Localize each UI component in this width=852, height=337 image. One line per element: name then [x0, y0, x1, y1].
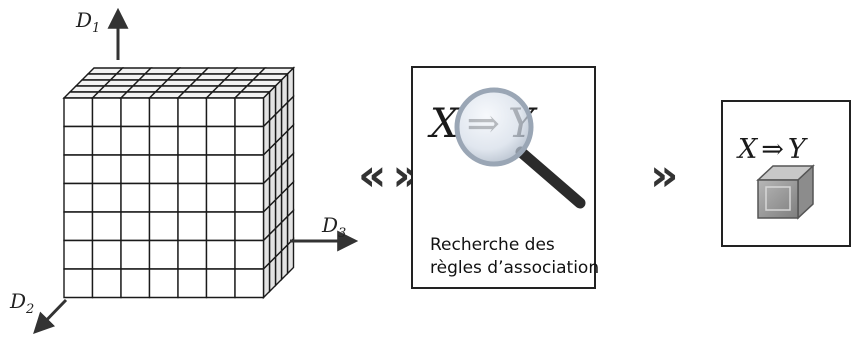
- result-rule-panel: X⇒Y: [721, 100, 851, 247]
- cube-cell: [63, 239, 94, 270]
- cube-cell: [120, 239, 151, 270]
- cube-cell: [234, 239, 265, 270]
- cube-cell: [268, 255, 277, 294]
- axis-d3-label: D3: [321, 213, 346, 241]
- cube-cell: [148, 154, 179, 185]
- small-cube-icon: [756, 164, 815, 220]
- cube-cell: [148, 211, 179, 242]
- cube-cell: [63, 97, 94, 128]
- axis-d2-arrow: [33, 298, 68, 335]
- cube-cell: [280, 243, 289, 282]
- data-cube: [62, 66, 296, 300]
- cube-cell: [120, 268, 151, 299]
- cube-cell: [234, 154, 265, 185]
- cube-cell: [91, 154, 122, 185]
- cube-cell: [91, 182, 122, 213]
- cube-cell: [205, 97, 236, 128]
- cube-cell: [234, 182, 265, 213]
- cube-cell: [91, 211, 122, 242]
- cube-cell: [148, 239, 179, 270]
- forward-arrow-icon: »: [650, 150, 678, 201]
- cube-cell: [177, 154, 208, 185]
- cube-cell: [120, 154, 151, 185]
- cube-cell: [120, 211, 151, 242]
- cube-cell: [63, 211, 94, 242]
- bidirectional-arrow-icon: «»: [358, 150, 427, 201]
- cube-cell: [120, 97, 151, 128]
- cube-cell: [177, 268, 208, 299]
- cube-cell: [148, 182, 179, 213]
- cube-cell: [148, 125, 179, 156]
- cube-cell: [205, 211, 236, 242]
- result-rule-formula: X⇒Y: [736, 134, 808, 165]
- cube-cell: [274, 249, 283, 288]
- cube-cell: [91, 125, 122, 156]
- axis-d1-label: D1: [75, 8, 100, 36]
- cube-cell: [91, 97, 122, 128]
- cube-cell: [177, 97, 208, 128]
- cube-cell: [63, 154, 94, 185]
- cube-cell: [91, 268, 122, 299]
- cube-cell: [205, 154, 236, 185]
- cube-cell: [63, 182, 94, 213]
- cube-cell: [177, 182, 208, 213]
- cube-cell: [148, 268, 179, 299]
- search-caption-line2: règles d’association: [430, 258, 599, 278]
- cube-cell: [177, 211, 208, 242]
- search-caption-line1: Recherche des: [430, 235, 555, 255]
- cube-cell: [63, 268, 94, 299]
- cube-cell: [234, 268, 265, 299]
- cube-cell: [91, 239, 122, 270]
- cube-cell: [205, 239, 236, 270]
- axis-d2-label: D2: [9, 289, 34, 317]
- cube-cell: [286, 237, 295, 276]
- cube-cell: [148, 97, 179, 128]
- cube-cell: [205, 182, 236, 213]
- cube-cell: [120, 182, 151, 213]
- cube-cell: [205, 268, 236, 299]
- cube-cell: [120, 125, 151, 156]
- cube-cell: [262, 261, 271, 300]
- magnifier-icon: [454, 87, 586, 209]
- cube-cell: [234, 97, 265, 128]
- cube-cell: [177, 239, 208, 270]
- cube-cell: [205, 125, 236, 156]
- cube-cell: [234, 125, 265, 156]
- cube-cell: [177, 125, 208, 156]
- cube-cell: [234, 211, 265, 242]
- association-rule-search-panel: X⇒Y Recherche des règles d’association: [411, 66, 599, 289]
- cube-cell: [63, 125, 94, 156]
